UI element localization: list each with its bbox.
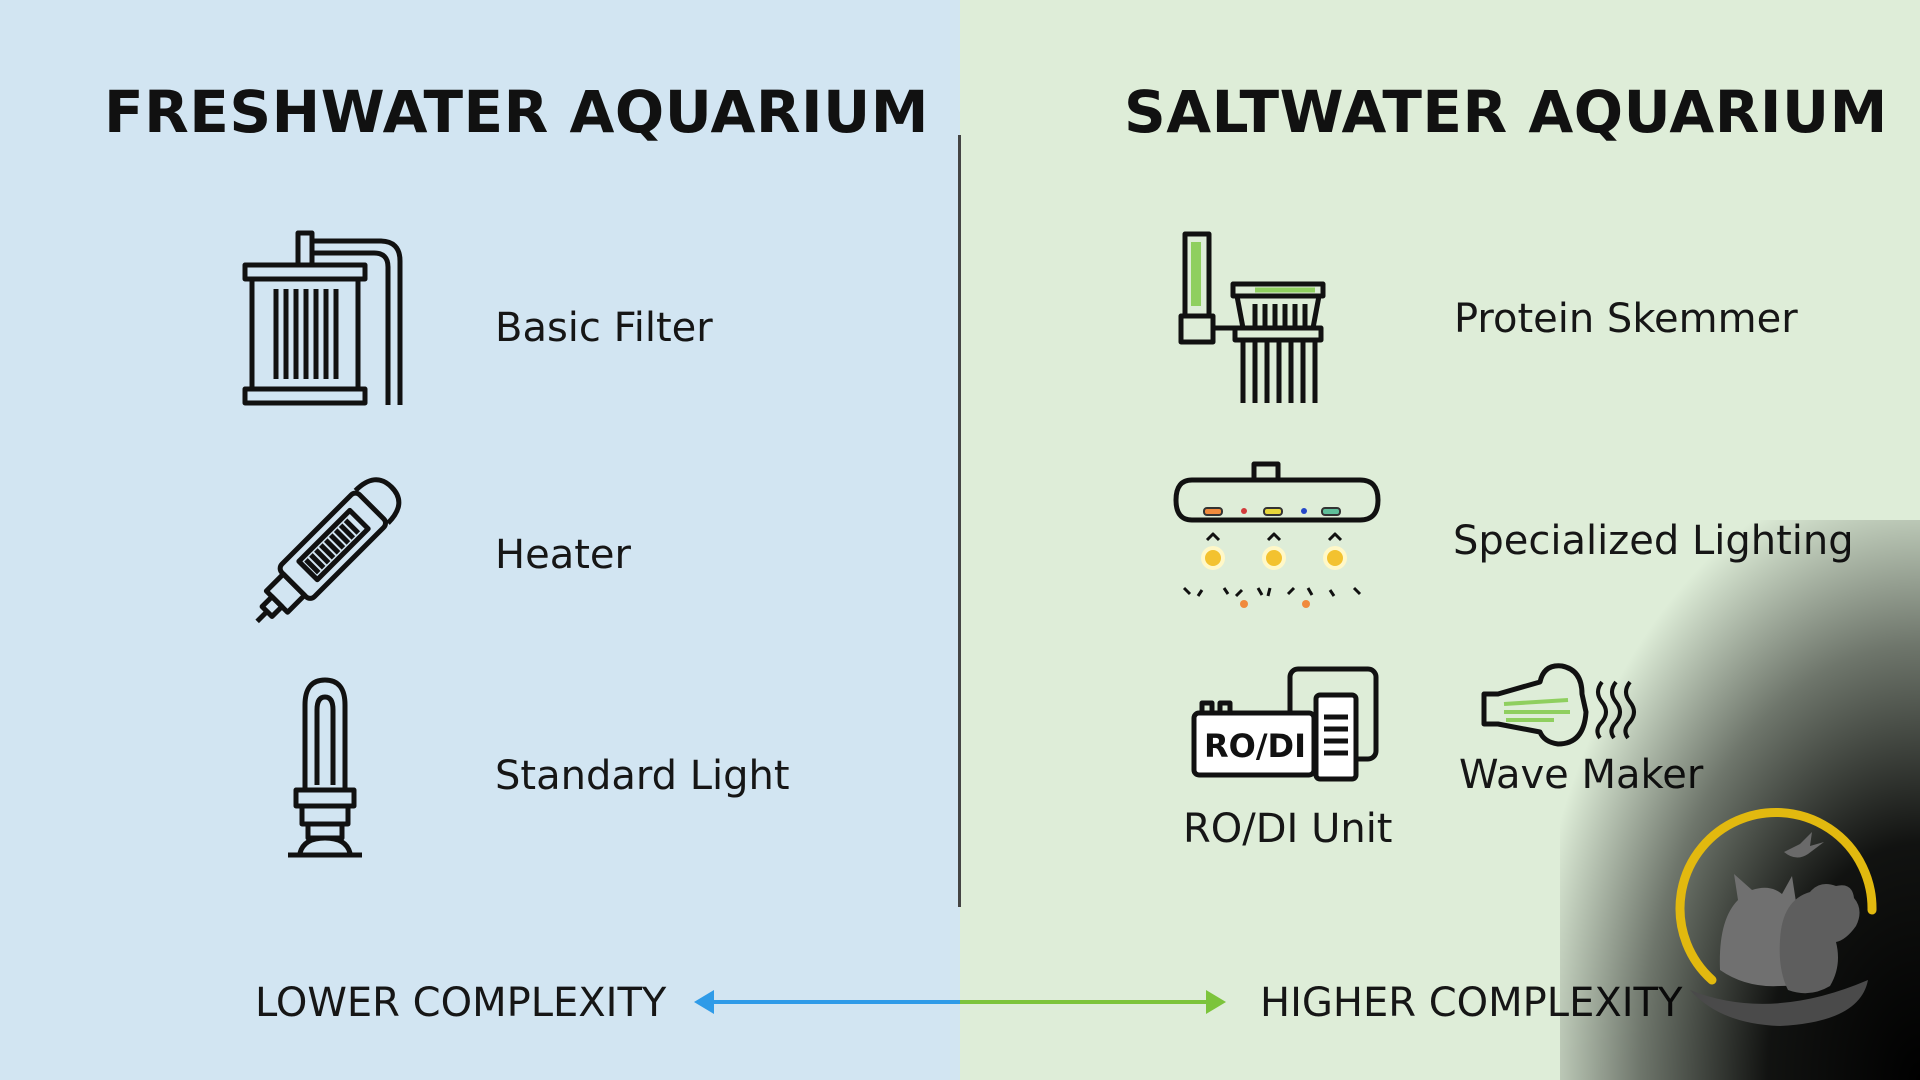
rodi-unit-icon: RO/DI	[1190, 665, 1380, 785]
rodi-icon-text: RO/DI	[1204, 727, 1306, 765]
heater-icon	[240, 460, 420, 640]
filter-icon	[240, 225, 410, 410]
pet-logo-icon	[1660, 790, 1890, 1034]
freshwater-heading: FRESHWATER AQUARIUM	[104, 78, 929, 146]
standard-light-label: Standard Light	[495, 753, 790, 799]
light-bulb-icon	[280, 675, 370, 865]
basic-filter-label: Basic Filter	[495, 305, 713, 351]
center-divider	[958, 135, 961, 907]
protein-skimmer-icon	[1175, 228, 1335, 408]
lower-complexity-label: LOWER COMPLEXITY	[255, 980, 667, 1026]
led-light-fixture-icon	[1172, 458, 1382, 618]
rodi-unit-label: RO/DI Unit	[1183, 806, 1393, 852]
heater-label: Heater	[495, 532, 631, 578]
protein-skimmer-label: Protein Skemmer	[1454, 296, 1798, 342]
freshwater-panel	[0, 0, 960, 1080]
complexity-arrow	[690, 984, 1230, 1024]
saltwater-heading: SALTWATER AQUARIUM	[1124, 78, 1888, 146]
